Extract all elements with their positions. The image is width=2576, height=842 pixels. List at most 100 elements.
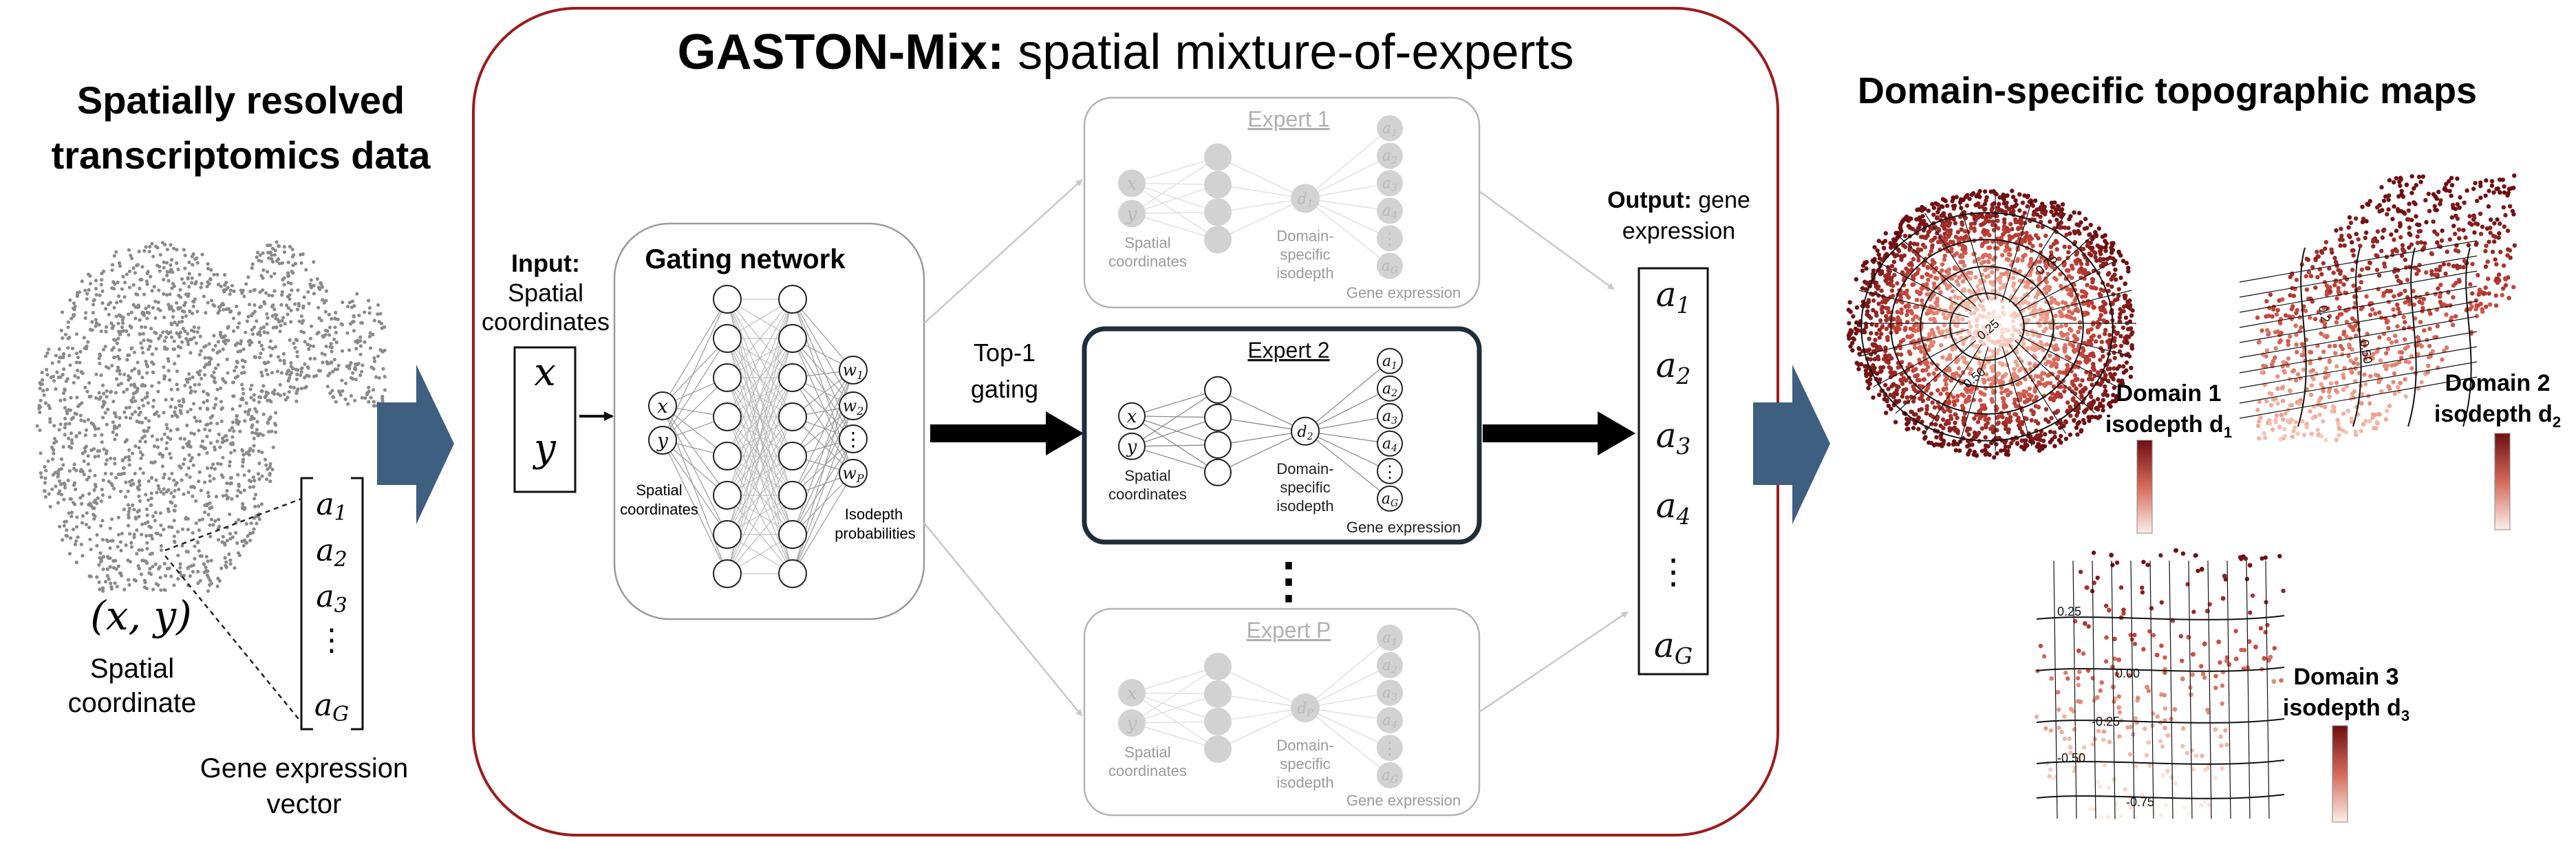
map1-dot — [1851, 314, 1856, 319]
tissue-dot — [237, 321, 242, 325]
expert-output-node — [1377, 652, 1403, 678]
tissue-dot — [40, 382, 44, 387]
map1-dot — [1916, 415, 1921, 420]
tissue-dot — [289, 364, 293, 369]
map1-dot — [1940, 329, 1945, 334]
map1-dot — [2027, 392, 2032, 397]
map1-dot — [2128, 374, 2133, 379]
tissue-dot — [126, 558, 130, 563]
expert-output-label: ⋮ — [1382, 463, 1398, 482]
tissue-dot — [129, 545, 134, 549]
tissue-dot — [363, 340, 367, 344]
tissue-dot — [118, 299, 122, 303]
tissue-dot — [219, 473, 224, 477]
map1-dot — [2001, 420, 2007, 425]
map1-dot — [1909, 409, 1913, 414]
tissue-dot — [162, 475, 166, 480]
tissue-dot — [285, 371, 289, 376]
map1-dot — [1952, 439, 1957, 444]
map1-dot — [1909, 261, 1913, 266]
map1-dot — [1920, 420, 1924, 424]
tissue-dot — [105, 458, 109, 462]
tissue-dot — [208, 277, 213, 281]
tissue-dot — [112, 427, 116, 431]
tissue-dot — [47, 347, 51, 352]
tissue-dot — [97, 391, 101, 395]
tissue-dot — [166, 507, 170, 511]
map1-dot — [1928, 296, 1933, 302]
tissue-dot — [154, 347, 158, 351]
map1-dot — [1913, 314, 1918, 319]
tissue-dot — [157, 288, 161, 292]
map2-dot — [2386, 336, 2392, 341]
map1-dot — [1953, 428, 1958, 433]
tissue-dot — [146, 401, 150, 405]
tissue-dot — [122, 508, 126, 512]
gating-edge — [792, 438, 854, 574]
tissue-dot — [221, 455, 225, 460]
map1-dot — [2001, 343, 2007, 347]
map1-dot — [2124, 261, 2129, 266]
tissue-dot — [336, 363, 341, 367]
tissue-dot — [132, 382, 136, 387]
map1-dot — [2066, 250, 2071, 255]
gating-hidden-node — [713, 285, 742, 314]
map1-dot — [1987, 348, 1992, 353]
tissue-dot — [162, 472, 167, 477]
map1-dot — [2112, 262, 2116, 267]
tissue-dot — [165, 248, 169, 252]
tissue-dot — [175, 301, 179, 305]
map1-dot — [1936, 373, 1941, 378]
tissue-dot — [271, 325, 275, 330]
map1-dot — [1962, 356, 1967, 360]
tissue-dot — [217, 524, 222, 529]
tissue-dot — [339, 322, 343, 326]
tissue-dot — [173, 321, 177, 325]
tissue-dot — [136, 263, 140, 267]
tissue-dot — [74, 560, 78, 565]
tissue-dot — [122, 587, 127, 592]
map1-dot — [2042, 204, 2047, 209]
map1-dot — [1869, 331, 1874, 336]
tissue-dot — [288, 385, 292, 389]
map1-dot — [1876, 356, 1881, 362]
map1-dot — [2061, 306, 2066, 312]
tissue-dot — [145, 541, 149, 545]
tissue-dot — [89, 421, 94, 425]
map1-dot — [2130, 308, 2135, 313]
tissue-dot — [360, 321, 365, 325]
tissue-dot — [102, 447, 106, 451]
tissue-dot — [352, 304, 356, 308]
tissue-dot — [191, 570, 195, 574]
map1-dot — [2010, 195, 2016, 199]
tissue-dot — [162, 260, 166, 264]
tissue-dot — [142, 249, 147, 253]
tissue-dot — [307, 301, 311, 305]
map1-dot — [2017, 208, 2022, 213]
map1-dot — [2041, 382, 2046, 387]
tissue-dot — [198, 579, 202, 583]
tissue-dot — [166, 357, 170, 361]
tissue-dot — [120, 318, 125, 322]
map1-dot — [1884, 279, 1889, 283]
tissue-dot — [282, 283, 286, 287]
tissue-dot — [109, 587, 114, 591]
tissue-dot — [278, 382, 282, 387]
map1-dot — [2000, 252, 2005, 258]
tissue-dot — [289, 360, 293, 365]
map1-dot — [1931, 340, 1936, 345]
tissue-dot — [312, 356, 317, 361]
map1-dot — [1960, 259, 1965, 264]
tissue-dot — [221, 377, 225, 381]
tissue-dot — [101, 347, 106, 352]
map1-dot — [2044, 290, 2049, 296]
map1-dot — [1957, 238, 1962, 243]
tissue-dot — [127, 506, 131, 510]
map1-dot — [1875, 248, 1880, 253]
tissue-dot — [144, 245, 148, 249]
tissue-dot — [127, 374, 131, 378]
tissue-dot — [150, 384, 154, 388]
tissue-dot — [305, 365, 310, 369]
map1-dot — [2013, 359, 2018, 365]
map1-dot — [1908, 352, 1913, 356]
